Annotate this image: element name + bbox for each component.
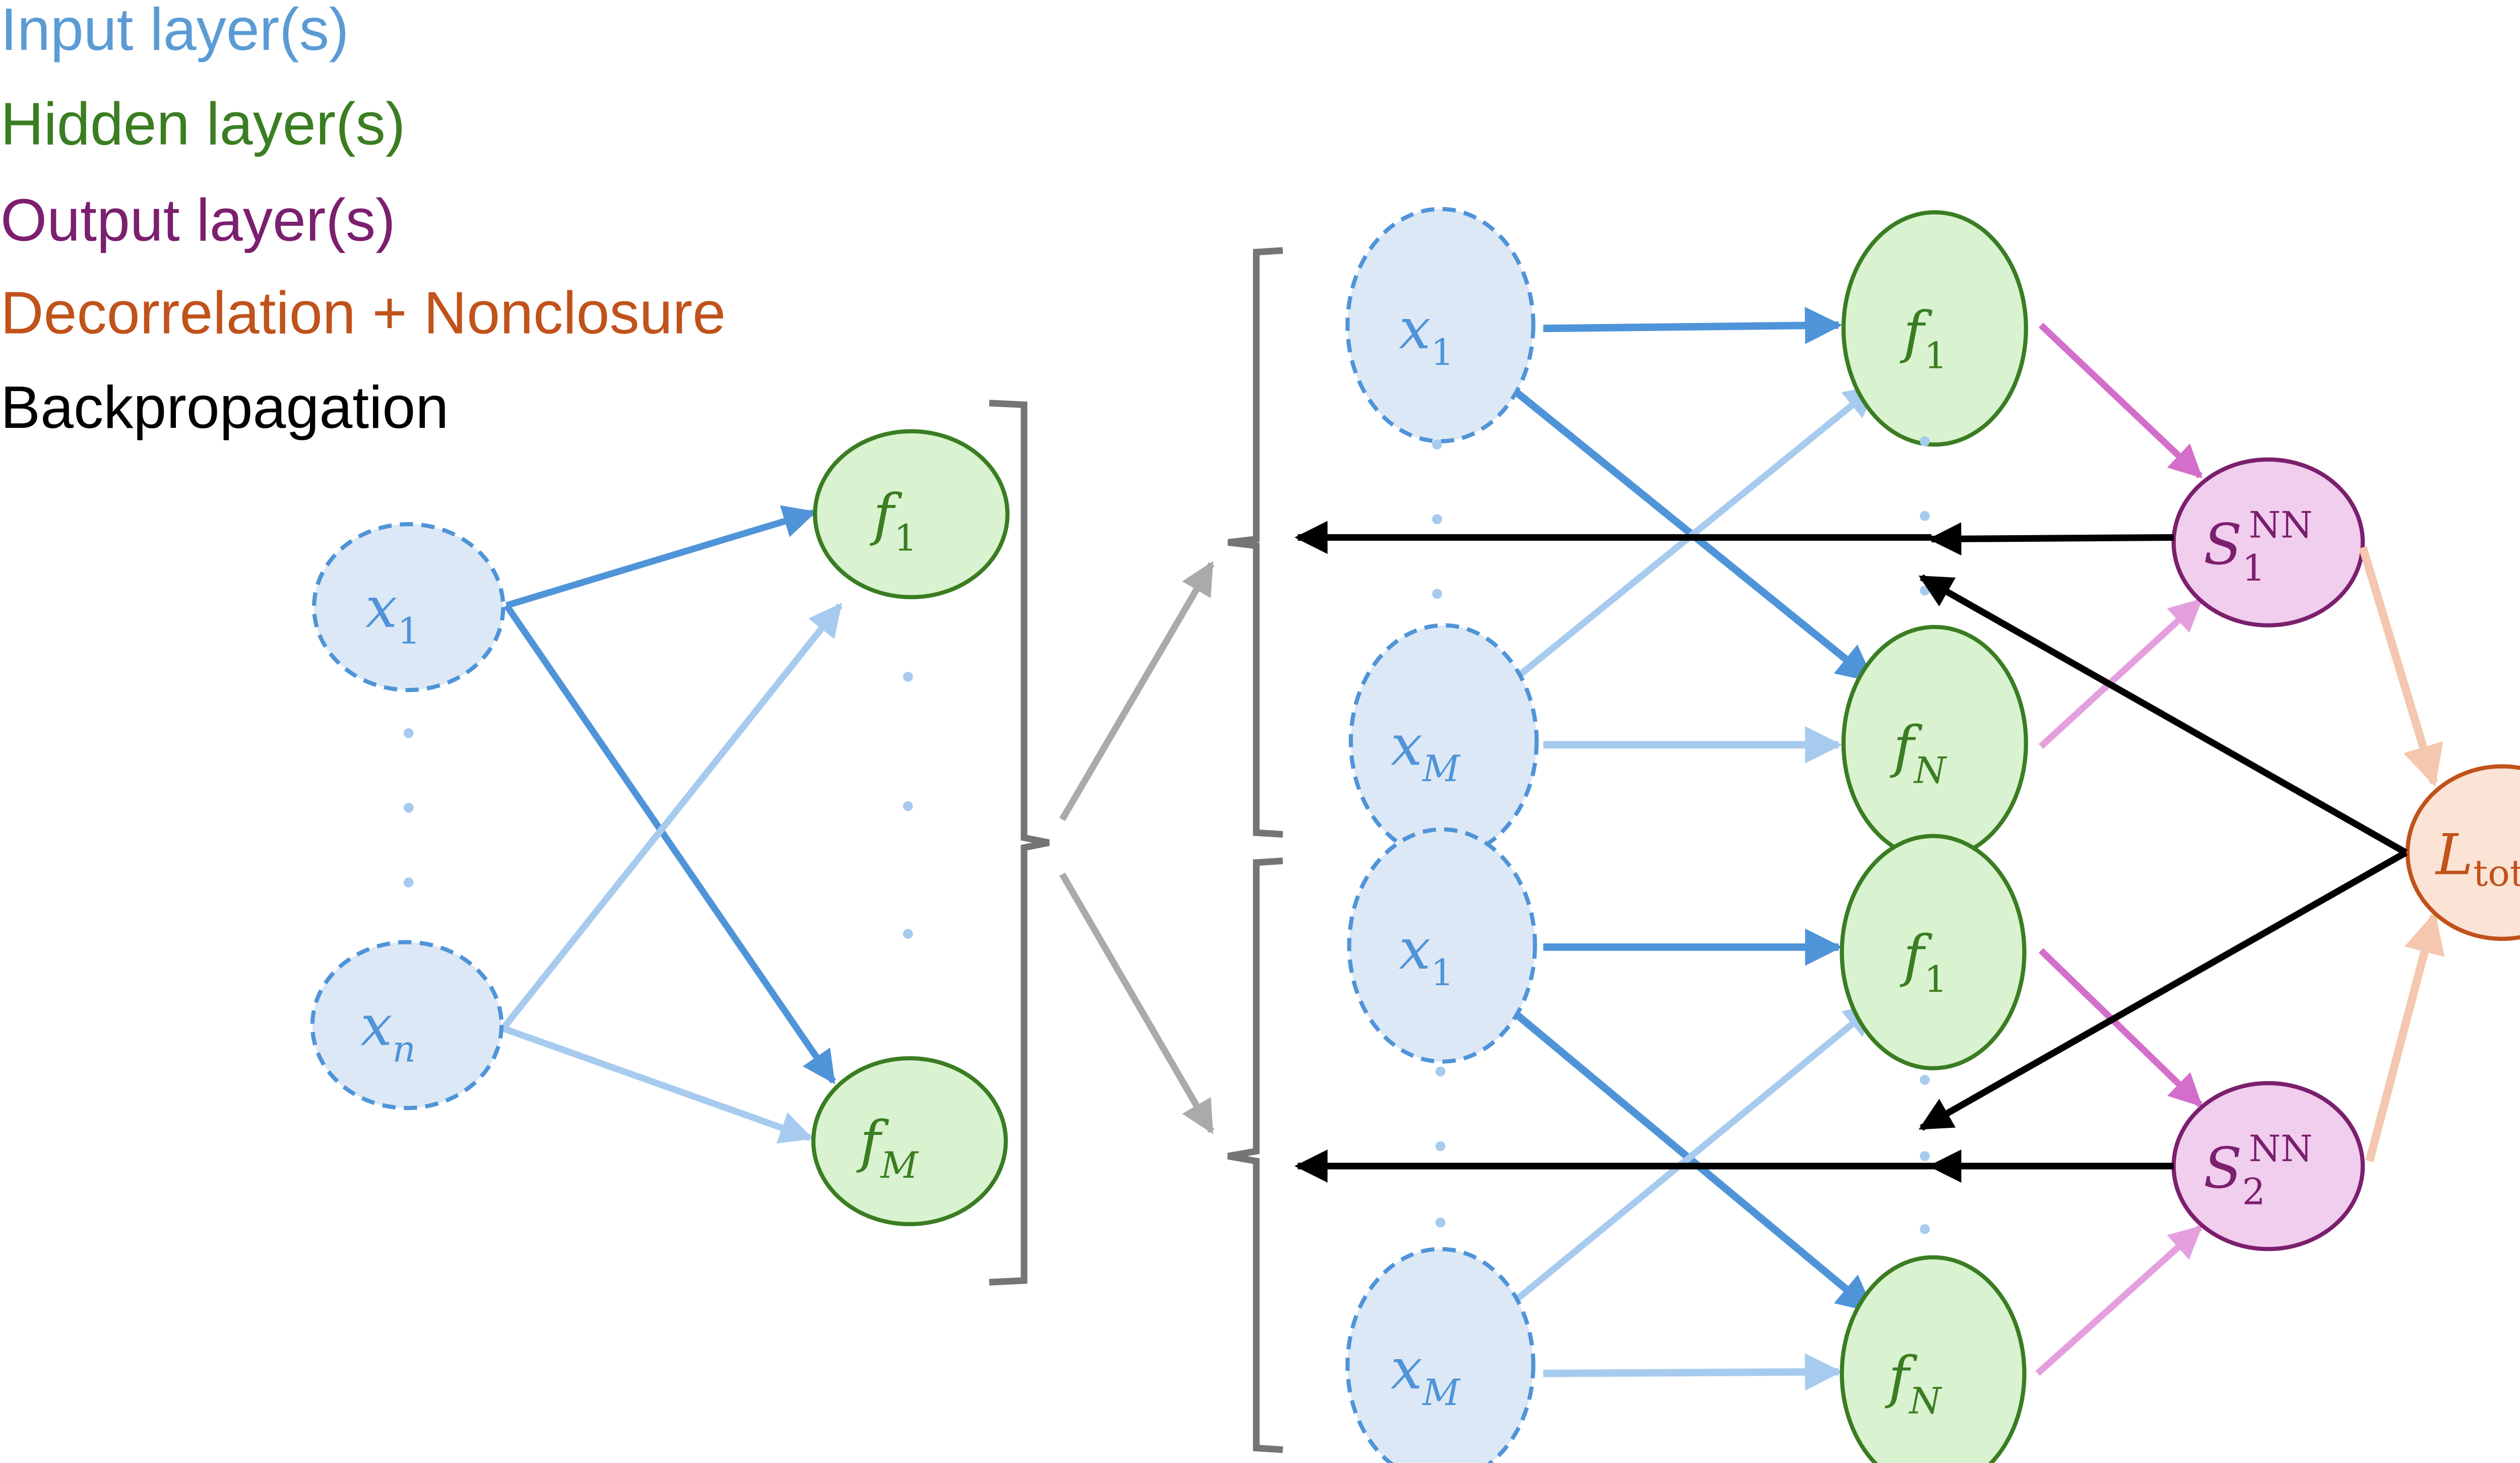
- hidden-node-fN: fN: [1841, 625, 2028, 862]
- output-node-S2: S2NN: [2171, 1081, 2365, 1251]
- backprop-loss-net1: [1918, 574, 2408, 856]
- bracket-2: [1227, 857, 1283, 1453]
- hidden-node-f1: f1: [1840, 834, 2027, 1070]
- svg-text:Ltotal: Ltotal: [2435, 822, 2520, 895]
- svg-text:fM: fM: [856, 1109, 919, 1187]
- hidden-node-fM: fM: [811, 1056, 1008, 1227]
- bracket-1: [1227, 247, 1283, 838]
- right-network-1: x1 xM f1 fN S1NN: [1227, 207, 2365, 862]
- edge-fN-S1: [2039, 598, 2203, 749]
- input-node-xn: xn: [310, 940, 504, 1110]
- edge-xn-f1: [500, 603, 843, 1031]
- svg-text:S1NN: S1NN: [2203, 504, 2313, 590]
- input-node-x1: x1: [1347, 827, 1537, 1064]
- edge-xM-f1: [1511, 1002, 1878, 1305]
- input-node-xM: xM: [1349, 623, 1539, 860]
- edge-x1-f1: [506, 505, 817, 609]
- svg-text:S2NN: S2NN: [2203, 1128, 2313, 1214]
- svg-text:xM: xM: [1391, 1337, 1461, 1414]
- edge-S1-loss: [2359, 546, 2443, 787]
- left-network: x1 xn f1 fM: [310, 400, 1050, 1286]
- input-node-x1: x1: [312, 522, 506, 692]
- hidden-node-f1: f1: [813, 429, 1010, 600]
- legend-decorrelation-nonclosure: Decorrelation + Nonclosure: [1, 280, 726, 347]
- backprop-arrows: [1294, 521, 2408, 1183]
- svg-text:xn: xn: [360, 993, 416, 1071]
- edge-xM-fN: [1543, 1353, 1843, 1391]
- input-dots: [403, 728, 414, 887]
- edge-S2-loss: [2365, 911, 2445, 1163]
- hidden-dots: [1920, 436, 1930, 596]
- edge-x1-f1: [1543, 306, 1843, 344]
- backprop-S1-hidden: [1928, 522, 2174, 556]
- legend-input-layers: Input layer(s): [1, 0, 349, 63]
- hidden-node-f1: f1: [1841, 210, 2028, 447]
- legend-backpropagation: Backpropagation: [1, 374, 449, 441]
- input-node-xM: xM: [1345, 1247, 1536, 1463]
- hidden-dots: [903, 672, 913, 939]
- split-arrow-up: [1059, 561, 1215, 821]
- input-dots: [1432, 439, 1442, 599]
- right-network-2: x1 xM f1 fN S2NN: [1227, 827, 2365, 1463]
- left-bracket: [989, 400, 1050, 1286]
- legend-output-layers: Output layer(s): [1, 187, 395, 253]
- svg-text:x1: x1: [365, 575, 420, 653]
- legend-hidden-layers: Hidden layer(s): [1, 91, 405, 157]
- edge-x1-fM: [503, 603, 836, 1085]
- hidden-node-fN: fN: [1840, 1255, 2027, 1463]
- edge-fN-S2: [2035, 1225, 2203, 1376]
- split-arrow-down: [1059, 872, 1215, 1134]
- loss-node: Ltotal: [2405, 764, 2520, 941]
- output-node-S1: S1NN: [2171, 457, 2365, 627]
- edge-f1-S1: [2038, 323, 2203, 479]
- edge-x1-fN: [1511, 1009, 1875, 1313]
- svg-text:xM: xM: [1391, 713, 1461, 790]
- svg-text:x1: x1: [1399, 296, 1454, 374]
- legend: Input layer(s) Hidden layer(s) Output la…: [1, 0, 726, 441]
- svg-text:x1: x1: [1399, 917, 1454, 994]
- edge-xM-f1: [1511, 384, 1878, 683]
- edge-f1-S2: [2038, 948, 2203, 1107]
- hidden-dots: [1920, 1074, 1930, 1234]
- input-dots: [1435, 1066, 1445, 1228]
- edge-xn-fM: [502, 1025, 813, 1143]
- input-node-x1: x1: [1345, 207, 1536, 443]
- backprop-loss-net2: [1918, 850, 2408, 1131]
